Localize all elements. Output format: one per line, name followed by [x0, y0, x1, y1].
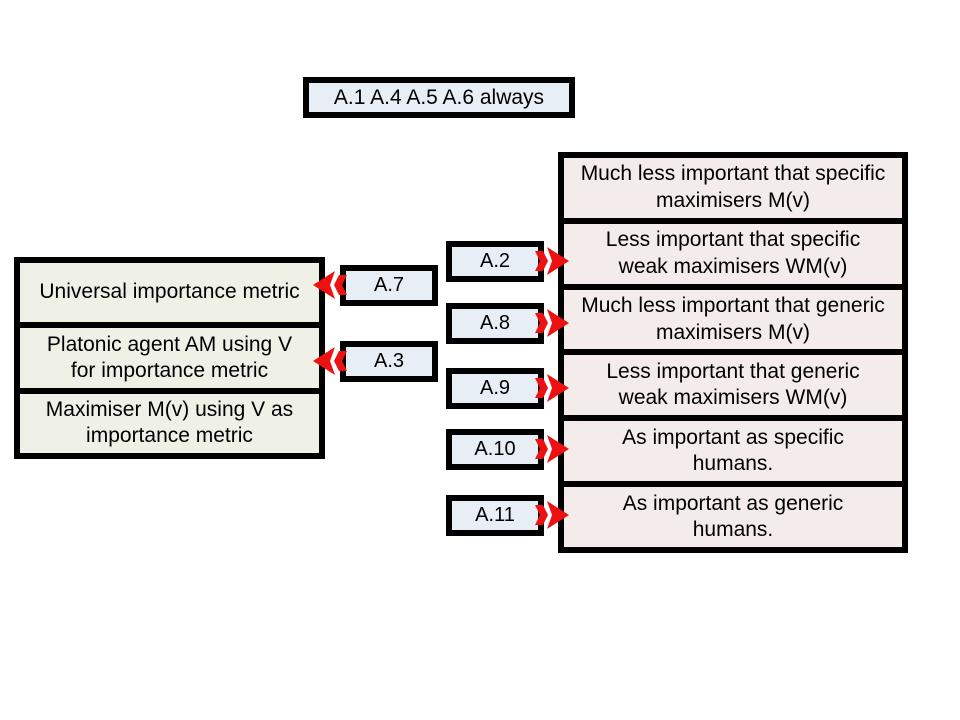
- right-arrow-icon: [535, 247, 569, 275]
- connector-box-a2: A.2: [446, 241, 544, 282]
- connector-label: A.8: [479, 312, 511, 334]
- right-box-less-generic-weak: Less important that generic weak maximis…: [564, 355, 902, 416]
- connector-box-a8: A.8: [446, 303, 544, 344]
- right-arrow-icon: [535, 309, 569, 337]
- right-arrow-icon: [535, 374, 569, 402]
- right-box-label: Less important that generic weak maximis…: [606, 359, 860, 410]
- connector-label: A.7: [373, 274, 405, 296]
- connector-label: A.3: [373, 350, 405, 372]
- right-box-less-specific-weak: Less important that specific weak maximi…: [564, 223, 902, 284]
- right-box-label: Less important that specific weak maximi…: [605, 228, 861, 278]
- left-arrow-icon: [313, 347, 347, 375]
- left-box-label: Universal importance metric: [39, 280, 300, 304]
- connector-box-a3: A.3: [340, 341, 438, 382]
- connector-label: A.11: [475, 504, 515, 526]
- right-box-as-important-specific: As important as specific humans.: [564, 421, 902, 482]
- connector-label: A.10: [474, 438, 516, 460]
- left-box-label: Platonic agent AM using V for importance…: [46, 332, 293, 382]
- right-column: Much less important that specific maximi…: [558, 152, 908, 553]
- left-box-maximiser: Maximiser M(v) using V as importance met…: [20, 393, 319, 453]
- right-box-label: Much less important that specific maximi…: [580, 162, 886, 212]
- assumptions-header-box: A.1 A.4 A.5 A.6 always: [303, 77, 575, 118]
- assumptions-header-label: A.1 A.4 A.5 A.6 always: [333, 85, 545, 109]
- left-box-universal-importance: Universal importance metric: [20, 263, 319, 323]
- left-box-label: Maximiser M(v) using V as importance met…: [45, 397, 294, 448]
- right-box-label: Much less important that generic maximis…: [581, 294, 885, 344]
- right-arrow-icon: [535, 501, 569, 529]
- right-arrow-icon: [535, 435, 569, 463]
- connector-label: A.9: [479, 377, 511, 399]
- left-column: Universal importance metric Platonic age…: [14, 257, 325, 459]
- left-arrow-icon: [313, 271, 347, 299]
- connector-box-a7: A.7: [340, 265, 438, 306]
- right-box-much-less-generic: Much less important that generic maximis…: [564, 289, 902, 350]
- connector-box-a9: A.9: [446, 368, 544, 409]
- connector-box-a11: A.11: [446, 495, 544, 536]
- right-box-much-less-specific: Much less important that specific maximi…: [564, 158, 902, 218]
- right-box-label: As important as specific humans.: [622, 425, 844, 476]
- right-box-as-important-generic: As important as generic humans.: [564, 487, 902, 547]
- connector-box-a10: A.10: [446, 429, 544, 470]
- right-box-label: As important as generic humans.: [622, 491, 844, 542]
- left-box-platonic-agent: Platonic agent AM using V for importance…: [20, 328, 319, 388]
- connector-label: A.2: [479, 250, 511, 272]
